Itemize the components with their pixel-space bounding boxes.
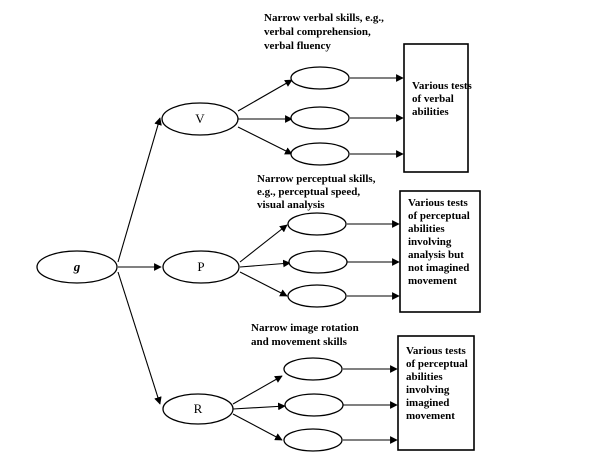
r-node bbox=[162, 393, 234, 425]
r-node-label: R bbox=[194, 401, 203, 416]
edge-p-narrow-3 bbox=[239, 271, 288, 297]
edge-v-narrow-3 bbox=[237, 126, 293, 155]
g-node-label: g bbox=[73, 259, 81, 274]
perceptual-box-line-1: Various tests bbox=[408, 197, 469, 209]
edge-g-r bbox=[117, 271, 162, 405]
verbal-tests-box bbox=[403, 43, 469, 173]
perceptual-caption-line-1: Narrow perceptual skills, bbox=[257, 173, 376, 185]
perceptual-caption-line-2: e.g., perceptual speed, bbox=[257, 186, 360, 198]
verbal-box-line-1: Various tests bbox=[412, 80, 473, 92]
rotation-caption: Narrow image rotation and movement skill… bbox=[251, 322, 362, 348]
edge-r-narrow-3 bbox=[232, 413, 283, 441]
rotation-box-line-4: involving bbox=[406, 384, 450, 396]
rotation-skill-node-1 bbox=[283, 357, 343, 381]
rotation-caption-line-2: and movement skills bbox=[251, 336, 348, 348]
verbal-skill-node-2 bbox=[290, 106, 350, 130]
verbal-caption-line-3: verbal fluency bbox=[264, 40, 331, 52]
perceptual-tests-box bbox=[399, 190, 481, 313]
perceptual-box-line-3: abilities bbox=[408, 223, 445, 235]
rotation-box-text: Various tests of perceptual abilities in… bbox=[406, 345, 471, 422]
rotation-box-line-6: movement bbox=[406, 410, 455, 422]
edge-r-narrow-2 bbox=[232, 402, 286, 411]
perceptual-box-text: Various tests of perceptual abilities in… bbox=[408, 197, 473, 287]
perceptual-box-line-6: not imagined bbox=[408, 262, 469, 274]
verbal-caption-line-2: verbal comprehension, bbox=[264, 26, 371, 38]
rotation-skill-node-3 bbox=[283, 428, 343, 452]
perceptual-box-line-4: involving bbox=[408, 236, 452, 248]
perceptual-skill-node-1 bbox=[287, 212, 347, 236]
p-node bbox=[162, 250, 240, 284]
edge-g-v bbox=[117, 117, 162, 263]
verbal-box-text: Various tests of verbal abilities bbox=[412, 80, 475, 118]
rotation-box-line-2: of perceptual bbox=[406, 358, 468, 370]
rotation-box-line-3: abilities bbox=[406, 371, 443, 383]
perceptual-box-line-5: analysis but bbox=[408, 249, 464, 261]
v-node bbox=[161, 102, 239, 136]
rotation-caption-line-1: Narrow image rotation bbox=[251, 322, 359, 334]
rotation-tests-box bbox=[397, 335, 475, 451]
perceptual-caption-line-3: visual analysis bbox=[257, 199, 325, 211]
rotation-box-line-1: Various tests bbox=[406, 345, 467, 357]
rotation-skill-node-2 bbox=[284, 393, 344, 417]
verbal-box-line-3: abilities bbox=[412, 106, 449, 118]
edge-p-narrow-2 bbox=[239, 259, 291, 268]
edge-p-narrow-1 bbox=[239, 224, 288, 263]
verbal-box-line-2: of verbal bbox=[412, 93, 454, 105]
edge-v-narrow-1 bbox=[237, 79, 293, 112]
edge-r-narrow-1 bbox=[232, 375, 283, 405]
verbal-caption: Narrow verbal skills, e.g., verbal compr… bbox=[264, 12, 387, 52]
perceptual-skill-node-3 bbox=[287, 284, 347, 308]
perceptual-caption: Narrow perceptual skills, e.g., perceptu… bbox=[257, 173, 378, 211]
g-node bbox=[36, 250, 118, 284]
perceptual-box-line-2: of perceptual bbox=[408, 210, 470, 222]
perceptual-box-line-7: movement bbox=[408, 275, 457, 287]
verbal-skill-node-1 bbox=[290, 66, 350, 90]
rotation-box-line-5: imagined bbox=[406, 397, 449, 409]
p-node-label: P bbox=[197, 259, 204, 274]
v-node-label: V bbox=[195, 111, 205, 126]
perceptual-skill-node-2 bbox=[288, 250, 348, 274]
verbal-caption-line-1: Narrow verbal skills, e.g., bbox=[264, 12, 384, 24]
verbal-skill-node-3 bbox=[290, 142, 350, 166]
